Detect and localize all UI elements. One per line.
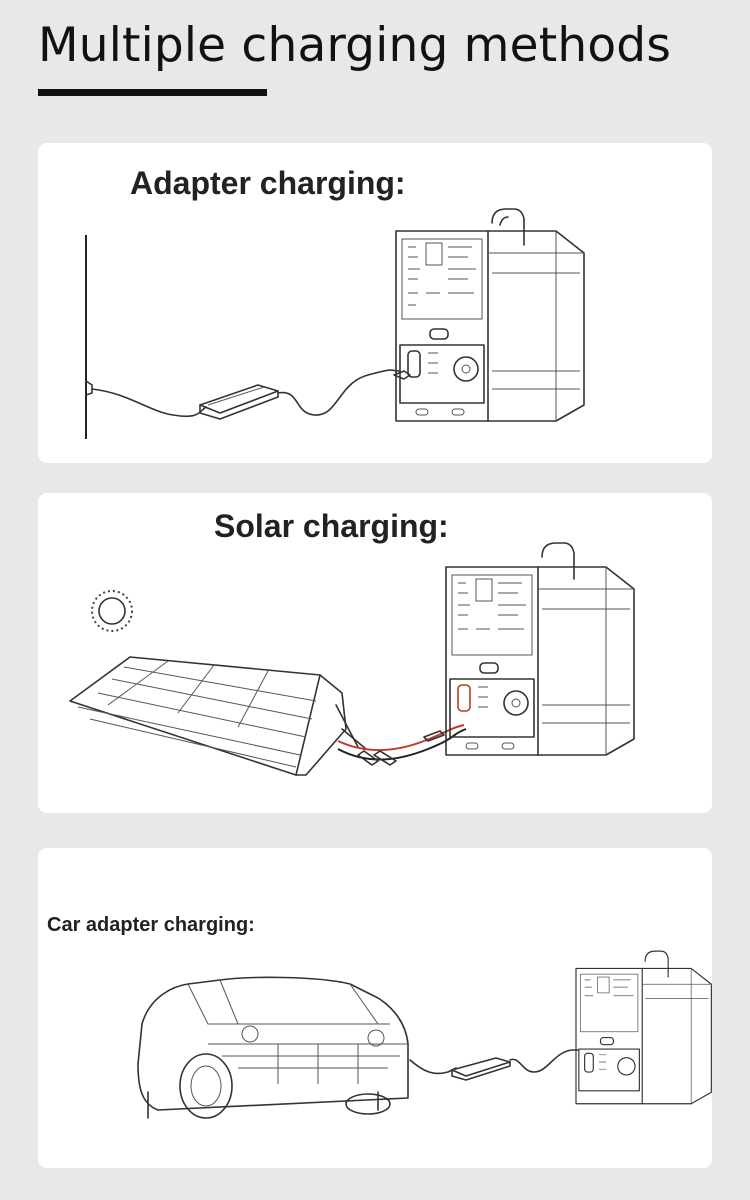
power-station-icon (445, 542, 635, 756)
car-icon (137, 976, 409, 1119)
wall-outlet-icon (85, 235, 93, 439)
solar-charging-card: Solar charging: (38, 493, 712, 813)
solar-cables-icon (337, 724, 467, 766)
power-station-icon (395, 208, 585, 422)
car-adapter-charging-heading: Car adapter charging: (47, 914, 255, 936)
title-underline (38, 89, 267, 96)
sun-icon (91, 590, 133, 632)
power-station-icon (575, 950, 712, 1105)
car-adapter-charging-card: Car adapter charging: (38, 848, 712, 1168)
adapter-charging-card: Adapter charging: (38, 143, 712, 463)
car-adapter-icon (451, 1057, 511, 1081)
adapter-charging-illustration (85, 208, 585, 439)
solar-charging-heading: Solar charging: (214, 508, 449, 544)
page-title: Multiple charging methods (38, 18, 672, 73)
solar-panel-icon (69, 656, 367, 776)
power-adapter-icon (199, 384, 279, 420)
adapter-cable-icon (91, 388, 207, 418)
adapter-charging-heading: Adapter charging: (130, 165, 406, 201)
solar-charging-illustration (69, 542, 635, 776)
car-adapter-charging-illustration (137, 950, 712, 1119)
